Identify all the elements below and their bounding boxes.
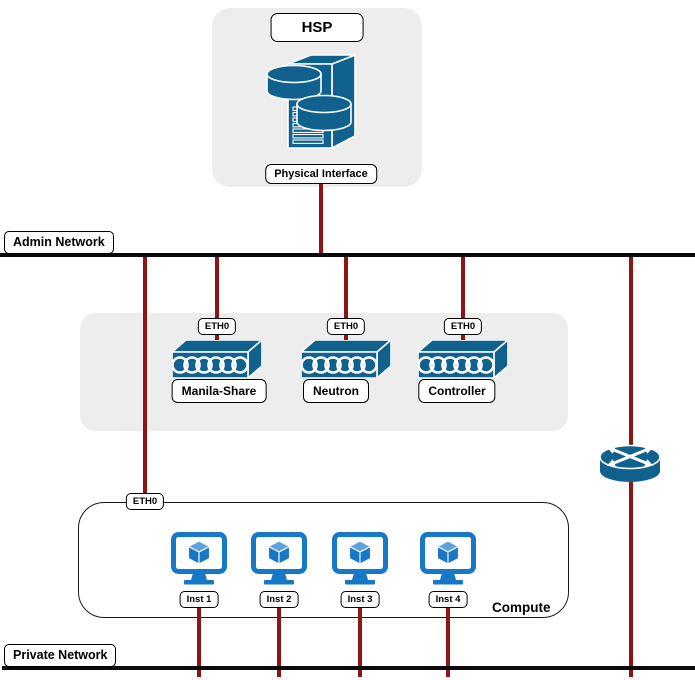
- wire-inst3-to-private: [358, 600, 362, 677]
- compute-group-box: [78, 502, 569, 618]
- instance-label-1: Inst 1: [179, 591, 219, 608]
- storage-server-icon: [266, 54, 356, 149]
- switch-icon-controller: [418, 340, 508, 378]
- private-network-bus: [2, 666, 695, 670]
- instance-label-3: Inst 3: [340, 591, 380, 608]
- wire-admin-to-manila: [215, 257, 219, 350]
- physical-interface-label: Physical Interface: [265, 164, 377, 184]
- wire-inst4-to-private: [446, 600, 450, 677]
- instance-monitor-icon-3: [332, 532, 388, 585]
- private-network-label: Private Network: [4, 644, 117, 667]
- instance-label-4: Inst 4: [428, 591, 468, 608]
- admin-network-label: Admin Network: [4, 231, 114, 254]
- instance-label-2: Inst 2: [259, 591, 299, 608]
- eth0-label-controller: ETH0: [443, 318, 483, 335]
- admin-network-bus: [0, 253, 695, 257]
- wire-admin-to-neutron: [344, 257, 348, 350]
- router-icon: [599, 444, 661, 482]
- wire-admin-to-controller: [461, 257, 465, 350]
- node-label-controller: Controller: [418, 379, 496, 403]
- hsp-label: HSP: [270, 13, 364, 42]
- eth0-label-compute: ETH0: [125, 493, 165, 510]
- eth0-label-neutron: ETH0: [326, 318, 366, 335]
- eth0-label-manila: ETH0: [197, 318, 237, 335]
- compute-caption: Compute: [492, 600, 551, 615]
- switch-icon-manila: [172, 340, 262, 378]
- wire-hsp-to-admin: [319, 182, 323, 255]
- wire-inst1-to-private: [197, 600, 201, 677]
- instance-monitor-icon-1: [171, 532, 227, 585]
- wire-admin-to-compute: [143, 257, 147, 502]
- instance-monitor-icon-4: [420, 532, 476, 585]
- switch-icon-neutron: [301, 340, 391, 378]
- node-label-manila-share: Manila-Share: [171, 379, 267, 403]
- wire-inst2-to-private: [277, 600, 281, 677]
- node-label-neutron: Neutron: [303, 379, 369, 403]
- instance-monitor-icon-2: [251, 532, 307, 585]
